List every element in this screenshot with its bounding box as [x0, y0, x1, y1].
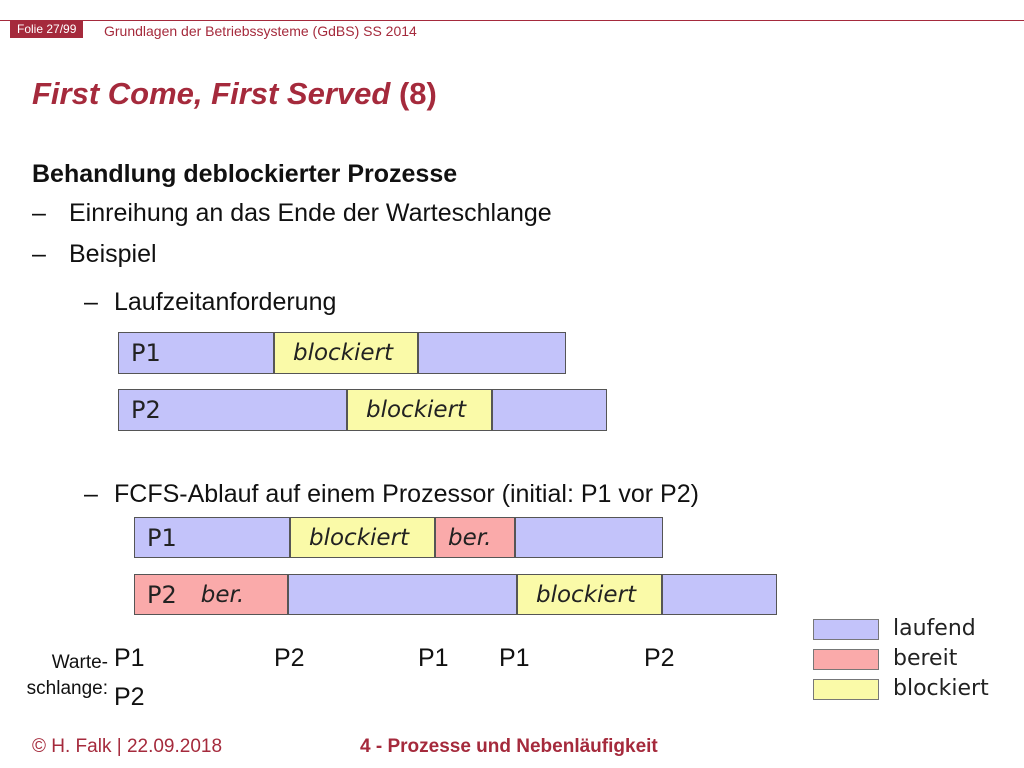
sub-bullet-item: – Laufzeitanforderung: [84, 288, 784, 320]
bar-segment-bereit: ber.: [434, 518, 516, 557]
bullet-text: Beispiel: [69, 240, 157, 268]
bar-segment-blockiert: blockiert: [273, 333, 419, 373]
section-heading: Behandlung deblockierter Prozesse: [32, 160, 458, 188]
queue-entry-second-row: P2: [114, 683, 145, 711]
course-title: Grundlagen der Betriebssysteme (GdBS) SS…: [104, 23, 417, 39]
bar-segment-laufend: P2: [119, 390, 346, 430]
bullet-text: Einreihung an das Ende der Warteschlange: [69, 199, 552, 227]
slide-title-main: First Come, First Served: [32, 76, 391, 111]
queue-entry: P1: [114, 644, 145, 672]
schedule-bar-p2: P2 ber. blockiert: [134, 574, 777, 615]
bullet-dash: –: [84, 480, 98, 508]
segment-label: ber.: [448, 524, 492, 551]
bar-segment-blockiert: blockiert: [346, 390, 493, 430]
process-label: P1: [147, 523, 177, 552]
footer-author-date: © H. Falk | 22.09.2018: [32, 736, 223, 757]
queue-label: Warte- schlange:: [8, 650, 108, 702]
bullet-item: – Einreihung an das Ende der Warteschlan…: [32, 199, 732, 231]
legend-label: blockiert: [893, 676, 989, 701]
queue-entry: P2: [644, 644, 675, 672]
queue-label-line: Warte-: [51, 652, 108, 673]
footer-chapter: 4 - Prozesse und Nebenläufigkeit: [360, 736, 658, 757]
bar-segment-laufend: P1: [119, 333, 273, 373]
legend-swatch-bereit: [813, 649, 879, 670]
bullet-dash: –: [32, 240, 46, 268]
legend-label: bereit: [893, 646, 958, 671]
slide-number: Folie 27/99: [10, 21, 84, 38]
bar-segment-blockiert: blockiert: [516, 575, 663, 614]
bullet-dash: –: [84, 288, 98, 316]
bullet-dash: –: [32, 199, 46, 227]
queue-label-line: schlange:: [26, 678, 108, 699]
segment-label: blockiert: [536, 581, 637, 608]
legend-swatch-blockiert: [813, 679, 879, 700]
queue-entry: P2: [274, 644, 305, 672]
bar-segment-laufend: P1: [135, 518, 289, 557]
header-rule: [0, 20, 1024, 21]
bar-segment-blockiert: blockiert: [289, 518, 434, 557]
slide-title: First Come, First Served (8): [32, 76, 437, 112]
segment-label: blockiert: [293, 340, 394, 366]
bullet-item: – Beispiel: [32, 240, 732, 272]
process-label: P2: [147, 580, 177, 609]
queue-entry: P1: [499, 644, 530, 672]
segment-label: ber.: [200, 581, 245, 608]
schedule-bar-p1: P1 blockiert ber.: [134, 517, 663, 558]
legend-label: laufend: [893, 616, 976, 641]
sub-bullet-item: – FCFS-Ablauf auf einem Prozessor (initi…: [84, 480, 844, 512]
queue-entry: P1: [418, 644, 449, 672]
bar-segment-bereit: P2 ber.: [135, 575, 289, 614]
bullet-text: FCFS-Ablauf auf einem Prozessor (initial…: [114, 480, 699, 508]
bullet-text: Laufzeitanforderung: [114, 288, 337, 316]
segment-label: blockiert: [366, 397, 467, 423]
request-bar-p1: P1 blockiert: [118, 332, 566, 374]
process-label: P1: [131, 339, 161, 367]
process-label: P2: [131, 396, 161, 424]
segment-label: blockiert: [309, 524, 410, 551]
slide-title-suffix: (8): [398, 76, 437, 111]
request-bar-p2: P2 blockiert: [118, 389, 607, 431]
legend-swatch-laufend: [813, 619, 879, 640]
